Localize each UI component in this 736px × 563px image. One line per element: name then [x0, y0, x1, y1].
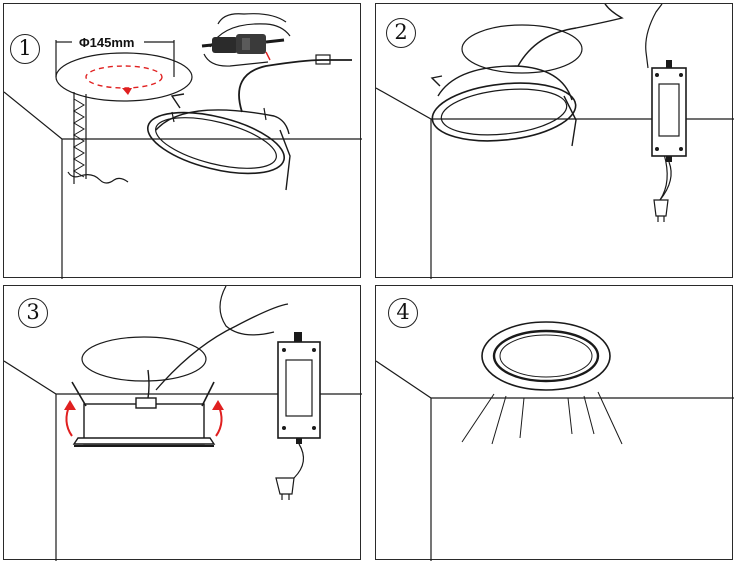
- plug-icon: [653, 161, 672, 222]
- downlight-inner-ring: [155, 117, 277, 169]
- step-1-illustration: [4, 13, 362, 279]
- cutout-diameter-label: Φ145mm: [79, 35, 135, 50]
- ceiling-cutout: [55, 52, 193, 102]
- connector-icon: [201, 23, 291, 54]
- step-1-panel: 1 Φ145mm: [3, 3, 362, 279]
- downlight-outer-trim: [431, 82, 577, 142]
- step-number-badge: 4: [388, 298, 418, 328]
- spring-clip-left: [430, 75, 443, 87]
- step-number-badge: 3: [18, 298, 48, 328]
- driver-box-icon: [277, 332, 321, 444]
- downlight-inner-ring: [492, 329, 600, 383]
- downlight-outer-trim: [481, 321, 611, 391]
- saw-handle: [67, 171, 129, 184]
- driver-box-icon: [651, 60, 687, 162]
- step-2-panel: 2: [375, 3, 734, 279]
- cable-connector: [315, 54, 331, 65]
- downlight-body: [437, 65, 573, 101]
- step-3-illustration: [4, 286, 362, 561]
- step-number-badge: 1: [10, 34, 40, 64]
- installed-downlight: [481, 321, 611, 391]
- ceiling-cutout: [461, 24, 583, 74]
- spring-clip-right: [279, 129, 291, 191]
- saw-blade: [73, 92, 87, 184]
- power-cable: [238, 59, 352, 113]
- spring-clip-left: [71, 381, 87, 407]
- power-cable: [517, 4, 624, 67]
- spring-clip-right: [201, 381, 215, 407]
- rotation-arrow-icon: [122, 88, 132, 95]
- step-2-illustration: [376, 4, 734, 279]
- step-number-badge: 2: [386, 18, 416, 48]
- downlight-inner-ring: [440, 88, 568, 136]
- spring-clip-right: [563, 95, 577, 147]
- step-4-illustration: [376, 321, 734, 561]
- light-ray-icon: [461, 391, 623, 445]
- downlight-outer-trim: [146, 111, 286, 175]
- power-cable: [147, 369, 150, 399]
- plug-icon: [275, 443, 305, 500]
- downlight-body: [155, 109, 290, 135]
- step-4-panel: 4: [375, 285, 734, 561]
- spring-clip-left: [170, 93, 185, 109]
- ceiling-edge: [4, 91, 362, 140]
- downlight-side-view: [72, 397, 216, 447]
- cutting-direction-arrow: [85, 65, 163, 89]
- ceiling-cutout: [81, 336, 207, 382]
- step-3-panel: 3: [3, 285, 362, 561]
